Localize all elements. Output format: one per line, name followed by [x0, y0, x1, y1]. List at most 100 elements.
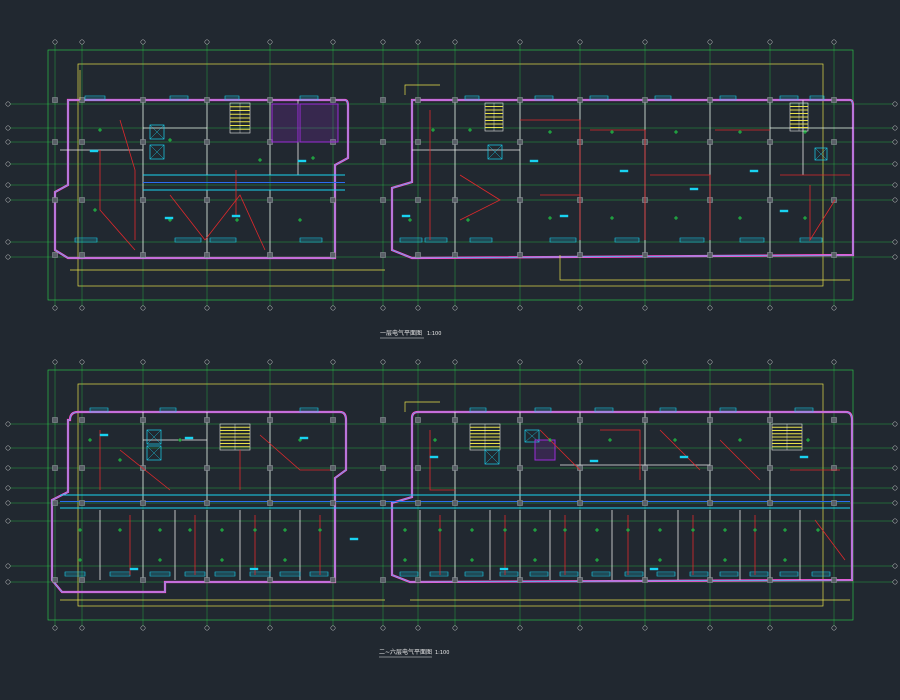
first-floor-plan-caption: 一层电气平面图 [380, 329, 422, 337]
axis-bubble-right [892, 421, 898, 427]
axis-bubble-top [79, 359, 85, 365]
structural-column [577, 252, 583, 258]
power-wire [429, 430, 455, 491]
axis-bubble-top [767, 359, 773, 365]
room-tag [649, 567, 659, 571]
structural-column [79, 417, 85, 423]
structural-column [52, 197, 58, 203]
power-wiring [99, 429, 846, 575]
structural-column [267, 197, 273, 203]
structural-column [767, 139, 773, 145]
axis-bubble-top [415, 39, 421, 45]
structural-column [577, 417, 583, 423]
room-tag [529, 159, 539, 163]
structural-column [452, 252, 458, 258]
axis-bubble-top [452, 359, 458, 365]
axis-bubble-top [831, 359, 837, 365]
axis-bubble-right [892, 161, 898, 167]
axis-bubble-right [892, 101, 898, 107]
axis-bubble-right [892, 518, 898, 524]
axis-bubble-bottom [517, 625, 523, 631]
structural-column [267, 97, 273, 103]
axis-bubble-bottom [642, 625, 648, 631]
structural-column [204, 577, 210, 583]
structural-column [79, 465, 85, 471]
axis-bubble-top [707, 359, 713, 365]
structural-column [330, 465, 336, 471]
building-wall-left-inner [51, 411, 347, 593]
power-wiring [99, 110, 850, 251]
axis-bubble-bottom [707, 625, 713, 631]
structural-column [577, 577, 583, 583]
axis-bubble-top [577, 359, 583, 365]
power-wire [659, 429, 701, 471]
room-tag [499, 567, 509, 571]
axis-bubble-bottom [577, 625, 583, 631]
structural-column [767, 577, 773, 583]
shaft [149, 144, 165, 160]
structural-column [831, 97, 837, 103]
structural-column [52, 97, 58, 103]
axis-bubble-left [5, 465, 11, 471]
axis-bubble-top [831, 39, 837, 45]
structural-column [642, 465, 648, 471]
axis-bubble-top [267, 359, 273, 365]
upper-floors-plan-title: 二~六层电气平面图 1:100 [379, 648, 449, 658]
structural-column [707, 97, 713, 103]
axis-bubble-bottom [330, 625, 336, 631]
structural-column [517, 465, 523, 471]
structural-column [380, 139, 386, 145]
structural-column [415, 500, 421, 506]
structural-column [330, 577, 336, 583]
structural-column [79, 97, 85, 103]
power-wire [600, 429, 641, 480]
shaft [524, 429, 540, 443]
room-tag [559, 214, 569, 218]
structural-column [517, 197, 523, 203]
axis-bubble-top [707, 39, 713, 45]
structural-column [267, 252, 273, 258]
axis-bubble-left [5, 445, 11, 451]
power-wire [99, 150, 136, 251]
structural-column [330, 500, 336, 506]
axis-bubble-bottom [204, 305, 210, 311]
room-tag [99, 433, 109, 437]
axis-bubble-bottom [330, 305, 336, 311]
room-tags [99, 433, 809, 571]
upper-floors-plan-scale: 1:100 [435, 650, 449, 656]
structural-column [452, 577, 458, 583]
structural-column [204, 197, 210, 203]
axis-bubble-left [5, 197, 11, 203]
axis-bubble-bottom [79, 625, 85, 631]
axis-bubble-bottom [267, 625, 273, 631]
structural-column [52, 252, 58, 258]
structural-column [204, 97, 210, 103]
axis-bubble-bottom [380, 625, 386, 631]
power-wire [590, 129, 646, 240]
structural-column [204, 417, 210, 423]
power-wire [459, 174, 501, 221]
structural-column [140, 500, 146, 506]
structural-column [517, 252, 523, 258]
structural-column [452, 197, 458, 203]
room-tag [299, 436, 309, 440]
room-tag [349, 537, 359, 541]
structural-column [577, 500, 583, 506]
service-line [404, 401, 440, 412]
shaft [814, 147, 828, 161]
structural-column [380, 577, 386, 583]
structural-column [330, 252, 336, 258]
structural-column [707, 139, 713, 145]
axis-bubble-right [892, 563, 898, 569]
upper-floors-electrical-plan [5, 359, 898, 631]
structural-column [140, 197, 146, 203]
axis-bubble-bottom [204, 625, 210, 631]
axis-bubble-top [577, 39, 583, 45]
axis-bubble-top [267, 39, 273, 45]
structural-column [52, 577, 58, 583]
structural-column [330, 97, 336, 103]
room-tag [129, 567, 139, 571]
axis-bubble-left [5, 563, 11, 569]
structural-column [642, 97, 648, 103]
